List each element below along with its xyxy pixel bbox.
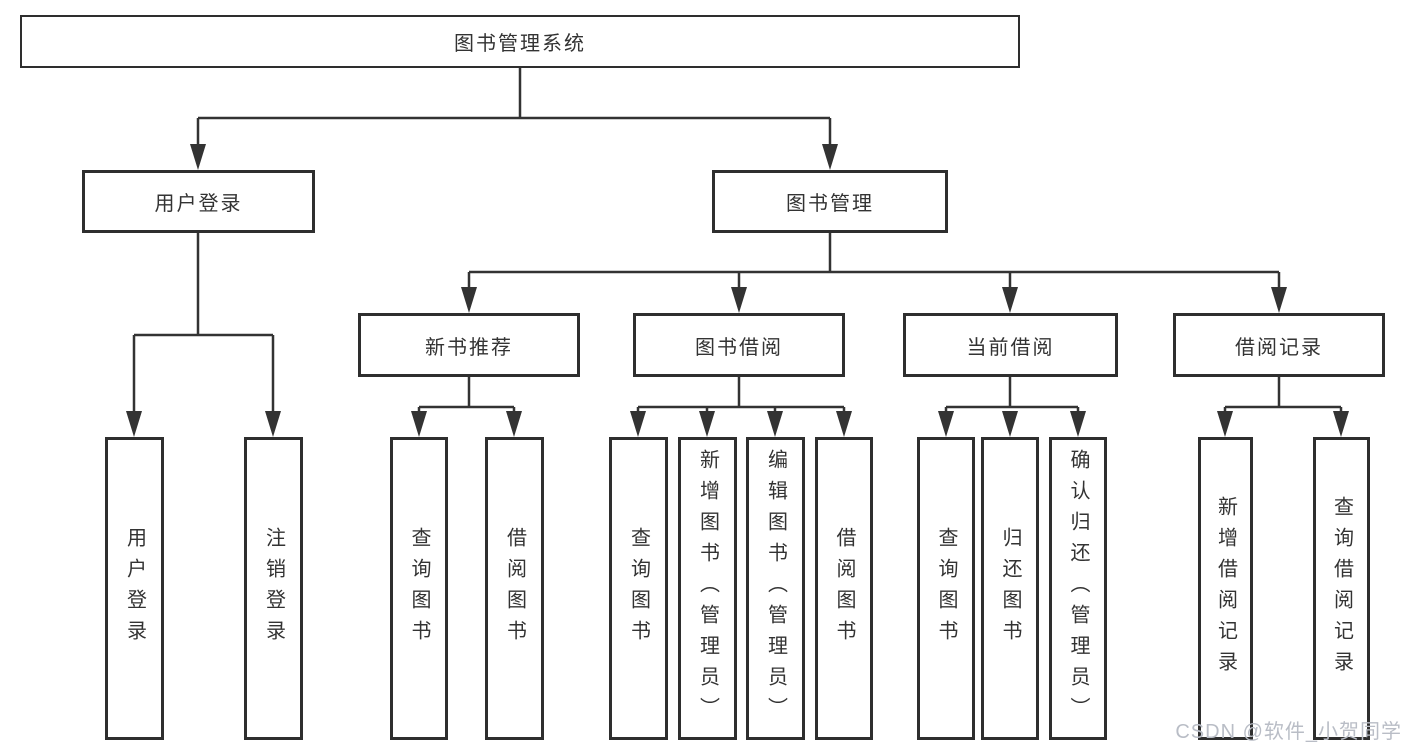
leaf-user-login: 用户登录: [105, 437, 164, 740]
leaf-borrow-books-newbook: 借阅图书: [485, 437, 544, 740]
leaf-edit-books-admin: 编辑图书（管理员）: [746, 437, 805, 740]
leaf-logout: 注销登录: [244, 437, 303, 740]
node-new-book-recommend: 新书推荐: [358, 313, 580, 377]
node-root-library-system: 图书管理系统: [20, 15, 1020, 68]
node-book-borrowing: 图书借阅: [633, 313, 845, 377]
leaf-add-books-admin: 新增图书（管理员）: [678, 437, 737, 740]
leaf-add-borrow-record: 新增借阅记录: [1198, 437, 1253, 740]
leaf-query-books-borrowing: 查询图书: [609, 437, 668, 740]
node-user-login-branch: 用户登录: [82, 170, 315, 233]
leaf-query-books-newbook: 查询图书: [390, 437, 448, 740]
leaf-confirm-return-admin: 确认归还（管理员）: [1049, 437, 1107, 740]
leaf-query-books-current: 查询图书: [917, 437, 975, 740]
node-borrowing-records: 借阅记录: [1173, 313, 1385, 377]
node-current-borrowing: 当前借阅: [903, 313, 1118, 377]
leaf-return-books: 归还图书: [981, 437, 1039, 740]
leaf-borrow-books-borrowing: 借阅图书: [815, 437, 873, 740]
node-book-management-branch: 图书管理: [712, 170, 948, 233]
arrowheads: [126, 144, 1349, 437]
csdn-watermark: CSDN @软件_小贺同学: [1175, 721, 1402, 743]
leaf-query-borrow-record: 查询借阅记录: [1313, 437, 1370, 740]
